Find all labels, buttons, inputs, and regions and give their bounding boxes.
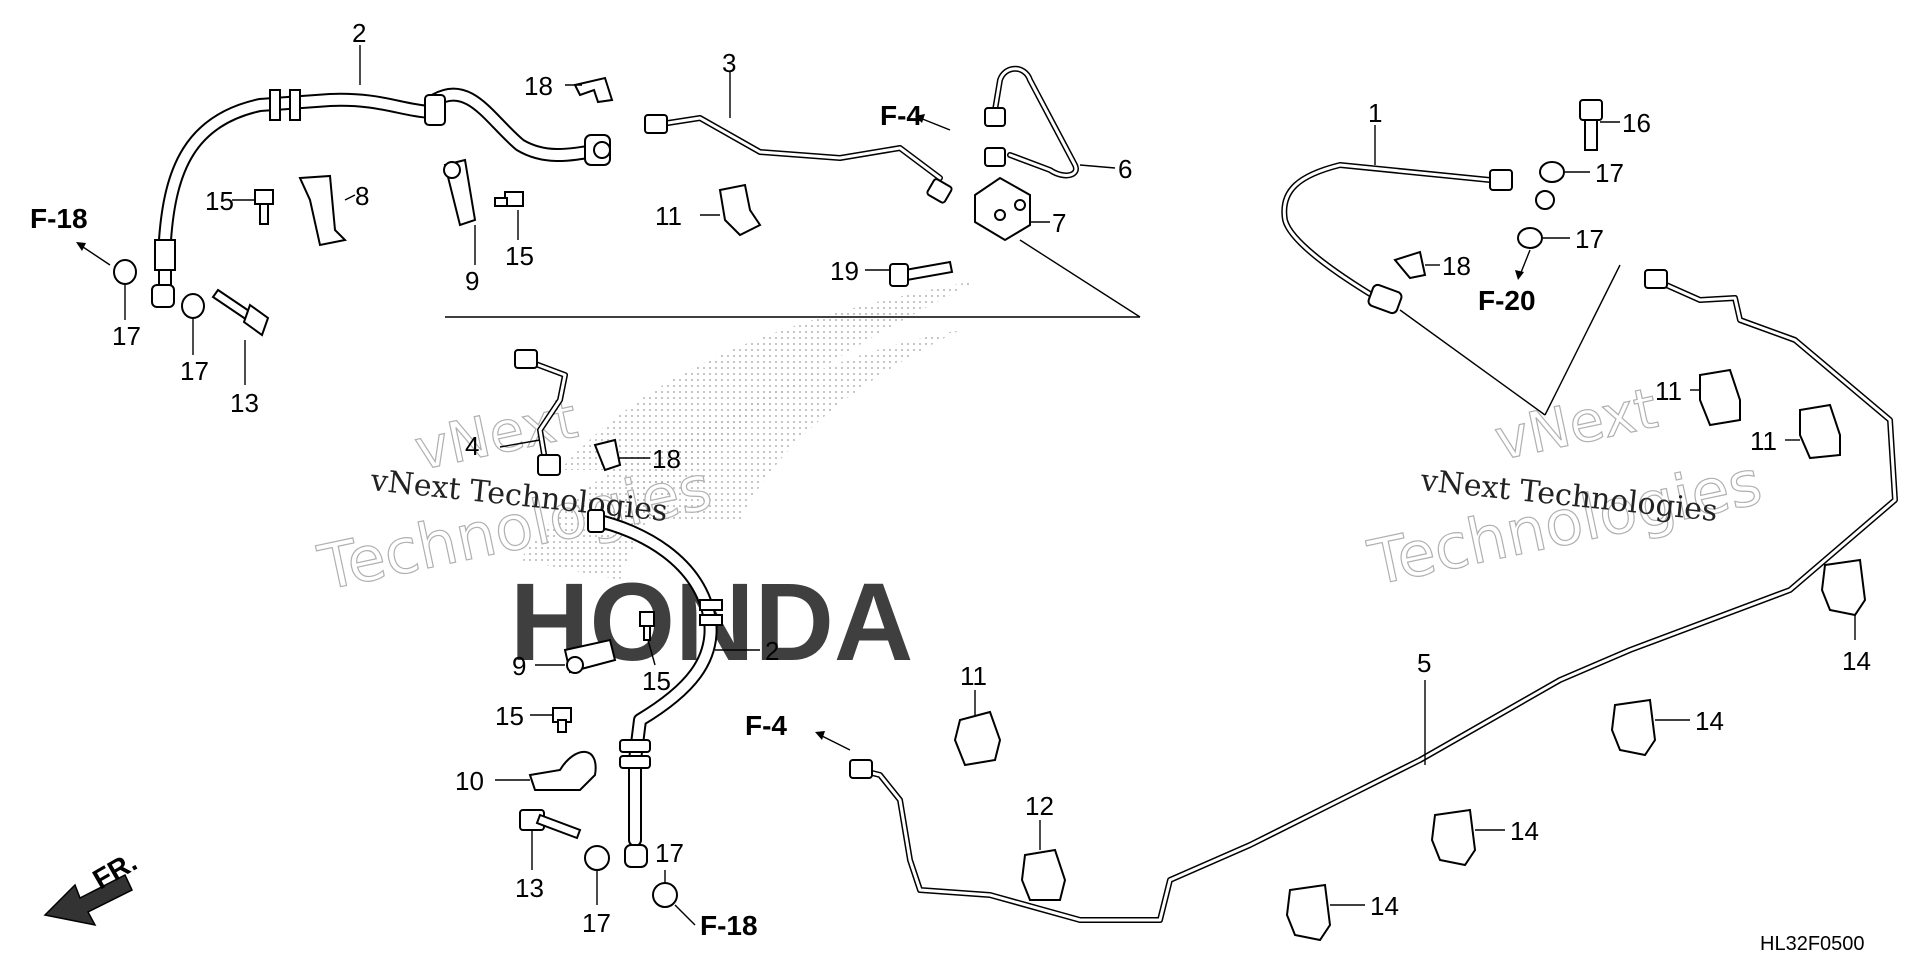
ref-f20: F-20 [1478,285,1536,316]
callout-15-lower-b: 15 [495,701,524,731]
callout-11-right-a: 11 [1655,376,1682,406]
callout-13-upper: 13 [230,388,259,418]
callout-15-mid: 15 [505,241,534,271]
bolt-13b [519,809,582,840]
clip-11a [718,183,762,237]
callout-17-lower-a: 17 [582,908,611,938]
callout-18-mid: 18 [652,444,681,474]
callout-14-a: 14 [1842,646,1871,676]
callout-11-right-b: 11 [1750,426,1777,456]
ref-f18-left: F-18 [30,203,88,234]
bolt-15d [552,707,572,733]
callout-16: 16 [1622,108,1651,138]
callout-15-left: 15 [205,186,234,216]
clip-18a [573,76,614,104]
bolt-15c [639,611,655,641]
diagram-code: HL32F0500 [1760,933,1865,955]
callout-15-lower-a: 15 [642,666,671,696]
callout-4: 4 [465,431,479,461]
callout-17-right-a: 17 [1595,158,1624,188]
callout-14-d: 14 [1370,891,1399,921]
callout-11-lower: 11 [960,661,987,691]
callout-9-lower: 9 [512,651,526,681]
bracket-9a [443,158,477,227]
callout-17-left-a: 17 [112,321,141,351]
clip-14c [1430,808,1477,867]
callout-8: 8 [355,181,369,211]
bracket-9b [563,638,617,674]
clip-18c [1393,250,1427,280]
callout-2-lower: 2 [765,636,779,666]
washer-17d [652,882,678,908]
callout-9-upper: 9 [465,266,479,296]
brake-hose-lower [587,509,723,868]
washer-17c [584,845,610,871]
callout-13-lower: 13 [515,873,544,903]
reference-labels: F-18 F-4 F-20 F-4 F-18 [30,100,1536,941]
callout-17-lower-b: 17 [655,838,684,868]
bolt-19 [889,260,954,287]
brake-pipe-5 [849,269,1898,923]
callout-19: 19 [830,256,859,286]
callout-18-upper: 18 [524,71,553,101]
brake-pipe-3 [644,114,953,204]
callout-1: 1 [1368,98,1382,128]
washer-17b [181,293,205,319]
clip-11c [1799,403,1841,460]
callout-3: 3 [722,48,736,78]
bracket-8 [298,174,348,247]
bolt-16 [1579,99,1603,151]
callout-10: 10 [455,766,484,796]
ref-arrows [76,114,1531,926]
clip-14d [1285,883,1332,942]
callout-17-left-b: 17 [180,356,209,386]
callout-7: 7 [1052,208,1066,238]
brake-hose-right [1281,162,1555,315]
callout-14-b: 14 [1695,706,1724,736]
bolt-15a [254,189,274,225]
left-hardware-group [113,76,614,337]
clip-11d [953,710,1002,767]
clip-14b [1610,698,1657,757]
brake-hose-upper [151,87,611,308]
callout-17-right-b: 17 [1575,224,1604,254]
washer-17f [1517,227,1543,249]
callout-5: 5 [1417,648,1431,678]
ref-f4-bottom: F-4 [745,710,787,741]
callout-leaders [124,45,1856,906]
bolt-15b [494,191,524,207]
clip-18b [593,438,622,472]
callout-18-right: 18 [1442,251,1471,281]
callout-2-upper: 2 [352,18,366,48]
clip-12 [1020,848,1067,901]
callout-14-c: 14 [1510,816,1539,846]
callout-numbers: 2 18 3 8 15 9 15 17 17 13 11 6 7 19 4 18… [112,18,1871,938]
washer-17a [113,259,137,285]
watermark-brand-top-right: vNext [1489,376,1663,474]
clip-11b [1699,368,1741,427]
callout-6: 6 [1118,154,1132,184]
brake-pipe-6 [984,65,1079,179]
bolt-13a [211,288,270,337]
callout-12: 12 [1025,791,1054,821]
front-direction-arrow: FR. [43,846,143,927]
washer-17e [1539,161,1565,183]
ref-f18-bottom: F-18 [700,910,758,941]
bracket-10 [528,750,597,791]
brake-pipe-4 [514,349,568,476]
callout-11-upper: 11 [655,201,682,231]
clip-14a [1820,558,1867,617]
front-direction-label: FR. [88,846,143,895]
ref-f4-top: F-4 [880,100,922,131]
joint-7 [974,176,1031,242]
